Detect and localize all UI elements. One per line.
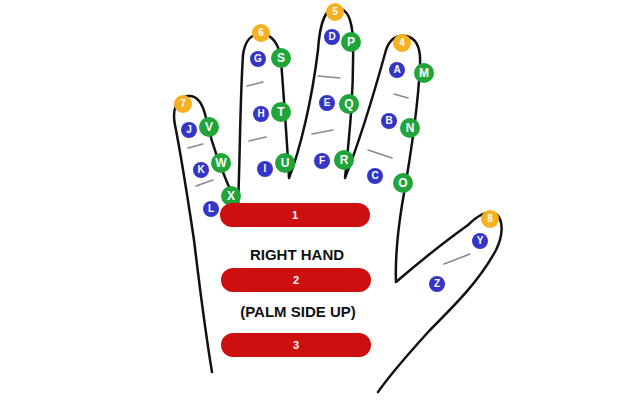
hand-label: RIGHT HAND (250, 247, 344, 262)
letter-circle: W (211, 153, 231, 173)
number-circle: 5 (326, 3, 344, 21)
red-band: 2 (221, 268, 371, 292)
number-circle: 8 (481, 210, 499, 228)
letter-circle: I (257, 161, 273, 177)
circle-text: 4 (399, 38, 405, 48)
letter-circle: H (253, 106, 269, 122)
circle-text: I (264, 164, 267, 174)
circle-text: 7 (180, 99, 186, 109)
number-circle: 4 (393, 34, 411, 52)
circle-text: G (254, 54, 262, 64)
circle-text: 5 (332, 7, 338, 17)
red-band: 3 (221, 333, 371, 357)
circle-text: J (186, 125, 192, 135)
circle-text: W (215, 157, 226, 169)
circle-text: Y (477, 236, 484, 246)
circle-text: B (385, 116, 392, 126)
letter-circle: F (314, 153, 330, 169)
band-number: 1 (292, 210, 298, 221)
letter-circle: A (389, 62, 405, 78)
letter-circle: O (393, 173, 413, 193)
circle-text: K (197, 165, 204, 175)
circle-text: X (227, 190, 235, 202)
circle-text: Z (434, 279, 440, 289)
circle-text: F (319, 156, 325, 166)
red-band: 1 (220, 203, 370, 227)
circle-text: A (393, 65, 400, 75)
letter-circle: S (271, 48, 291, 68)
number-circle: 6 (252, 24, 270, 42)
circle-text: U (281, 157, 290, 169)
circle-text: 8 (487, 214, 493, 224)
letter-circle: J (181, 122, 197, 138)
circle-text: N (406, 122, 415, 134)
circle-text: M (419, 67, 429, 79)
letter-circle: M (414, 63, 434, 83)
circle-text: O (398, 177, 407, 189)
letter-circle: L (203, 201, 219, 217)
circle-text: E (324, 98, 331, 108)
circle-text: C (371, 171, 378, 181)
letter-circle: T (271, 102, 291, 122)
letter-circle: E (319, 95, 335, 111)
circle-text: R (340, 154, 349, 166)
letter-circle: K (193, 162, 209, 178)
letter-circle: N (400, 118, 420, 138)
letter-circle: G (250, 51, 266, 67)
circle-text: V (205, 121, 213, 133)
circle-text: T (277, 106, 284, 118)
letter-circle: V (199, 117, 219, 137)
circle-text: D (328, 32, 335, 42)
letter-circle: Z (429, 276, 445, 292)
letter-circle: Y (472, 233, 488, 249)
band-number: 3 (293, 340, 299, 351)
circle-text: H (257, 109, 264, 119)
hand-label: (PALM SIDE UP) (240, 304, 356, 319)
letter-circle: Q (339, 94, 359, 114)
letter-circle: B (381, 113, 397, 129)
letter-circle: D (324, 29, 340, 45)
circle-text: S (277, 52, 285, 64)
circle-text: L (208, 204, 214, 214)
letter-circle: R (334, 150, 354, 170)
letter-circle: U (275, 153, 295, 173)
letter-circle: P (341, 32, 361, 52)
number-circle: 7 (174, 95, 192, 113)
circle-text: Q (344, 98, 353, 110)
letter-circle: C (367, 168, 383, 184)
circle-text: 6 (258, 28, 264, 38)
circle-text: P (347, 36, 355, 48)
band-number: 2 (293, 275, 299, 286)
